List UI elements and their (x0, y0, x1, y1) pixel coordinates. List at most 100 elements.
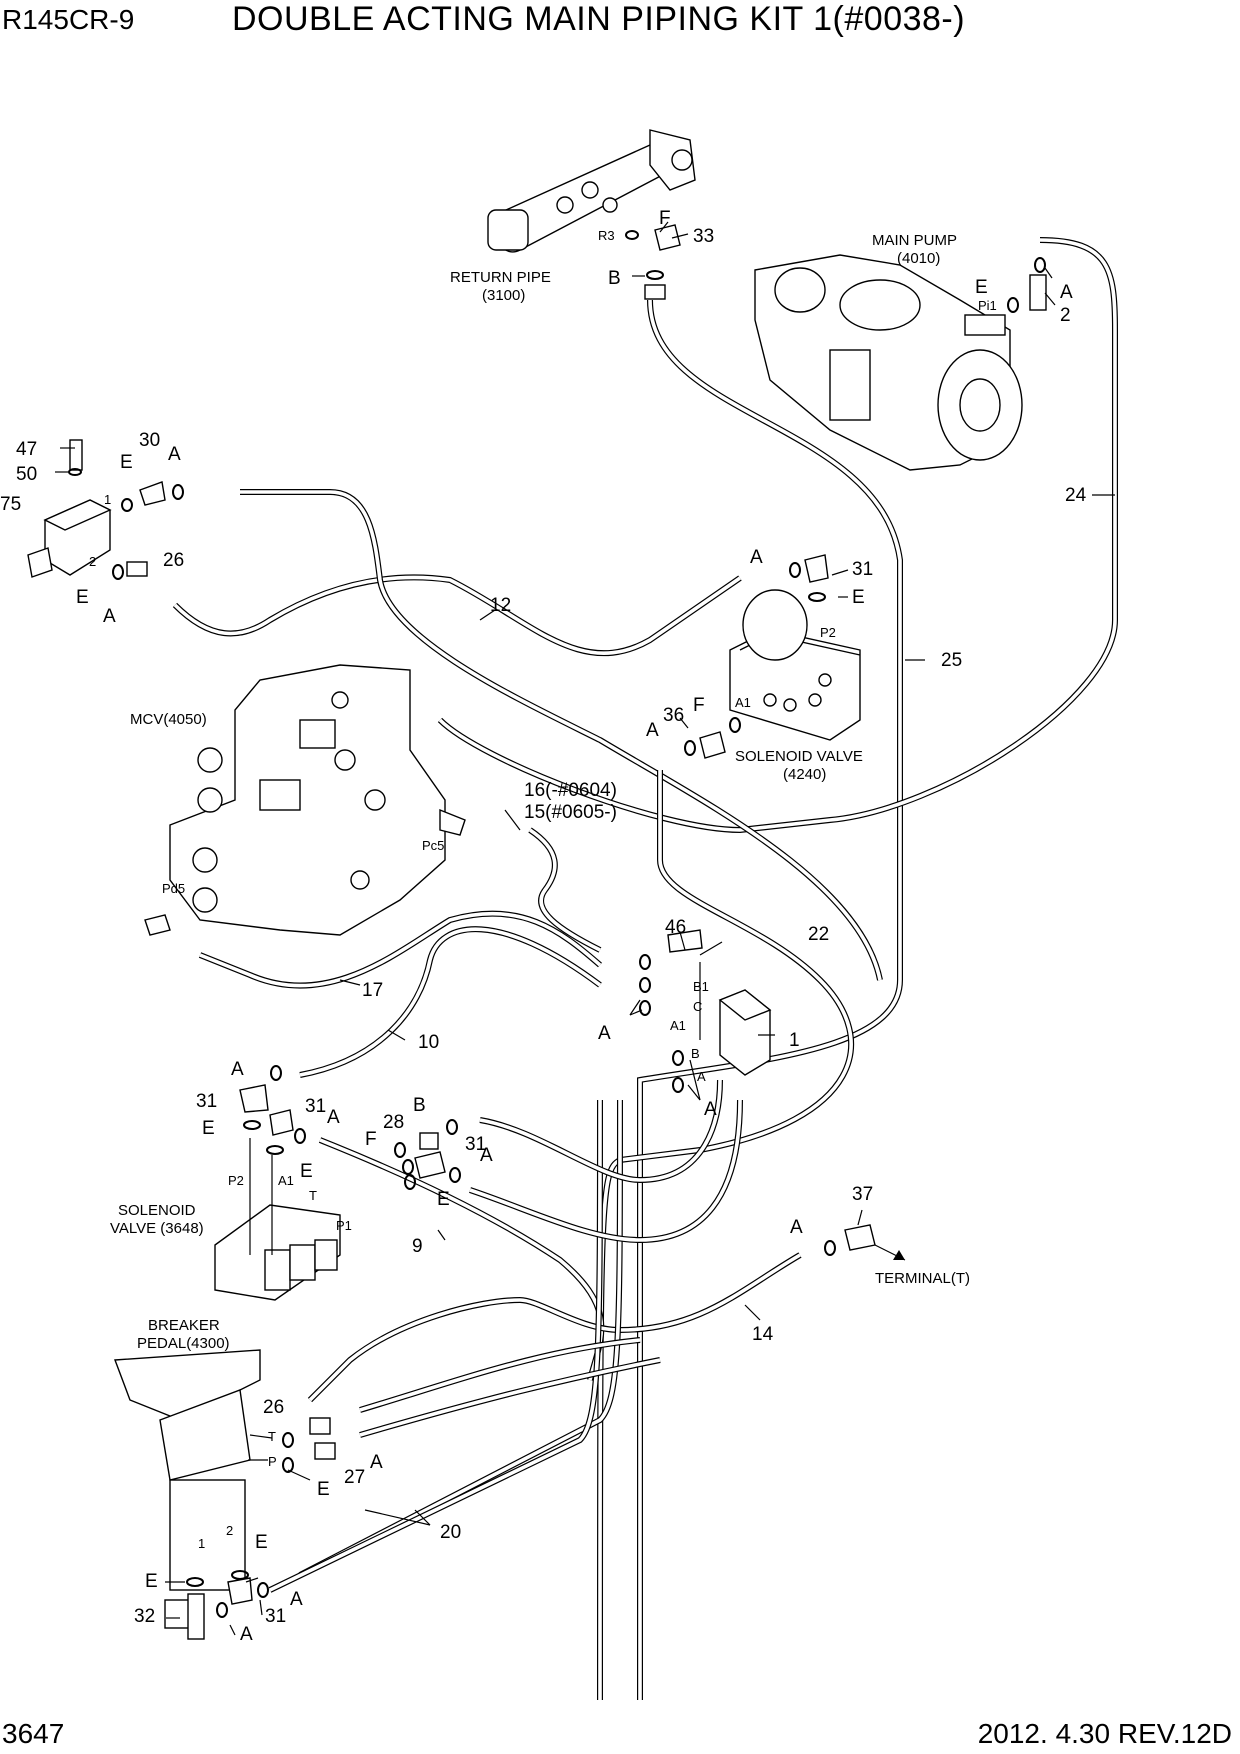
letter-e: E (76, 587, 89, 608)
port-labels: R3 Pi1 P2 A1 1 2 B1 C A1 B A P2 A1 T P1 … (89, 228, 997, 1551)
port-p2: P2 (820, 625, 836, 640)
letter-a: A (790, 1217, 803, 1238)
letter-f: F (365, 1129, 377, 1150)
main-pump-code: (4010) (897, 250, 940, 267)
part-31-left: 31 (196, 1091, 217, 1112)
port-b-block: B (691, 1046, 700, 1061)
part-31-mid: 31 (305, 1096, 326, 1117)
letter-a: A (598, 1023, 611, 1044)
part-25: 25 (941, 650, 962, 671)
part-12: 12 (490, 595, 511, 616)
port-r3: R3 (598, 228, 615, 243)
letter-a: A (290, 1589, 303, 1610)
letter-e: E (145, 1571, 158, 1592)
part-31-bottom: 31 (265, 1606, 286, 1627)
letter-a: A (480, 1145, 493, 1166)
part-9: 9 (412, 1236, 423, 1257)
port-a1-block: A1 (670, 1018, 686, 1033)
port-c: C (693, 999, 702, 1014)
hose-24 (437, 237, 1118, 834)
leader-lines (55, 221, 1115, 1636)
part-17: 17 (362, 980, 383, 1001)
port-p-pedal: P (268, 1454, 277, 1469)
part-30: 30 (139, 430, 160, 451)
port-pi1: Pi1 (978, 298, 997, 313)
solenoid-4240-code: (4240) (783, 766, 826, 783)
part-33: 33 (693, 226, 714, 247)
part-32: 32 (134, 1606, 155, 1627)
part-16: 16(-#0604) (524, 780, 617, 801)
hose-pedal (359, 1337, 661, 1438)
solenoid-valve-3648 (214, 1204, 341, 1301)
letter-a: A (327, 1107, 340, 1128)
letter-b: B (608, 268, 621, 289)
part-10: 10 (418, 1032, 439, 1053)
letter-a: A (370, 1452, 383, 1473)
hose-75-out (240, 489, 883, 981)
letter-a: A (240, 1624, 253, 1645)
terminal-label: TERMINAL(T) (875, 1270, 970, 1287)
block-1 (718, 989, 772, 1076)
letter-a: A (168, 444, 181, 465)
part-24: 24 (1065, 485, 1087, 506)
breaker-pedal-code: PEDAL(4300) (137, 1335, 230, 1352)
part-26-top: 26 (163, 550, 184, 571)
port-2: 2 (89, 554, 96, 569)
port-2-pedal: 2 (226, 1523, 233, 1538)
letter-a: A (231, 1059, 244, 1080)
part-37: 37 (852, 1184, 873, 1205)
return-pipe-3100 (487, 129, 696, 253)
part-26-bottom: 26 (263, 1397, 284, 1418)
letter-e: E (852, 587, 865, 608)
page-number: 3647 (2, 1718, 65, 1749)
part-2: 2 (1060, 305, 1071, 326)
part-31-top: 31 (852, 559, 873, 580)
main-pump-4010 (754, 254, 1023, 471)
port-a-block: A (697, 1069, 706, 1084)
solenoid-3648-label: SOLENOID (118, 1202, 196, 1219)
port-pd5: Pd5 (162, 881, 185, 896)
letter-e: E (255, 1532, 268, 1553)
hose-17 (198, 910, 602, 989)
part-47: 47 (16, 439, 37, 460)
breaker-pedal-label: BREAKER (148, 1317, 220, 1334)
letter-b: B (413, 1095, 426, 1116)
part-28: 28 (383, 1112, 404, 1133)
return-pipe-code: (3100) (482, 287, 525, 304)
part-1: 1 (789, 1030, 800, 1051)
revision-date: 2012. 4.30 REV.12D (977, 1718, 1232, 1749)
letter-e: E (317, 1479, 330, 1500)
letter-a: A (646, 720, 659, 741)
letter-a: A (103, 606, 116, 627)
letter-a: A (1060, 282, 1073, 303)
letter-f: F (659, 208, 671, 229)
port-a1-sol: A1 (278, 1173, 294, 1188)
solenoid-valve-4240 (729, 589, 861, 741)
mcv-label: MCV(4050) (130, 711, 207, 728)
letter-e: E (975, 277, 988, 298)
main-pump-label: MAIN PUMP (872, 232, 957, 249)
solenoid-3648-code: VALVE (3648) (110, 1220, 204, 1237)
return-pipe-label: RETURN PIPE (450, 269, 551, 286)
hose-20 (268, 1099, 623, 1593)
hose-28 (469, 1079, 743, 1244)
letter-a: A (750, 547, 763, 568)
part-15: 15(#0605-) (524, 802, 617, 823)
part-14: 14 (752, 1324, 774, 1345)
solenoid-4240-label: SOLENOID VALVE (735, 748, 863, 765)
hose-25 (637, 299, 903, 1700)
port-t-pedal: T (268, 1429, 276, 1444)
port-1-pedal: 1 (198, 1536, 205, 1551)
port-b1: B1 (693, 979, 709, 994)
port-pc5: Pc5 (422, 838, 444, 853)
letter-callouts: F B E A E A E A A E F A A A A E A E B F … (76, 208, 1073, 1645)
letter-e: E (300, 1161, 313, 1182)
port-t-sol: T (309, 1188, 317, 1203)
letter-e: E (437, 1189, 450, 1210)
part-36: 36 (663, 705, 684, 726)
part-31-right: 31 (465, 1134, 486, 1155)
breaker-pedal-4300 (114, 1349, 261, 1629)
port-p1-sol: P1 (336, 1218, 352, 1233)
part-20: 20 (440, 1522, 461, 1543)
